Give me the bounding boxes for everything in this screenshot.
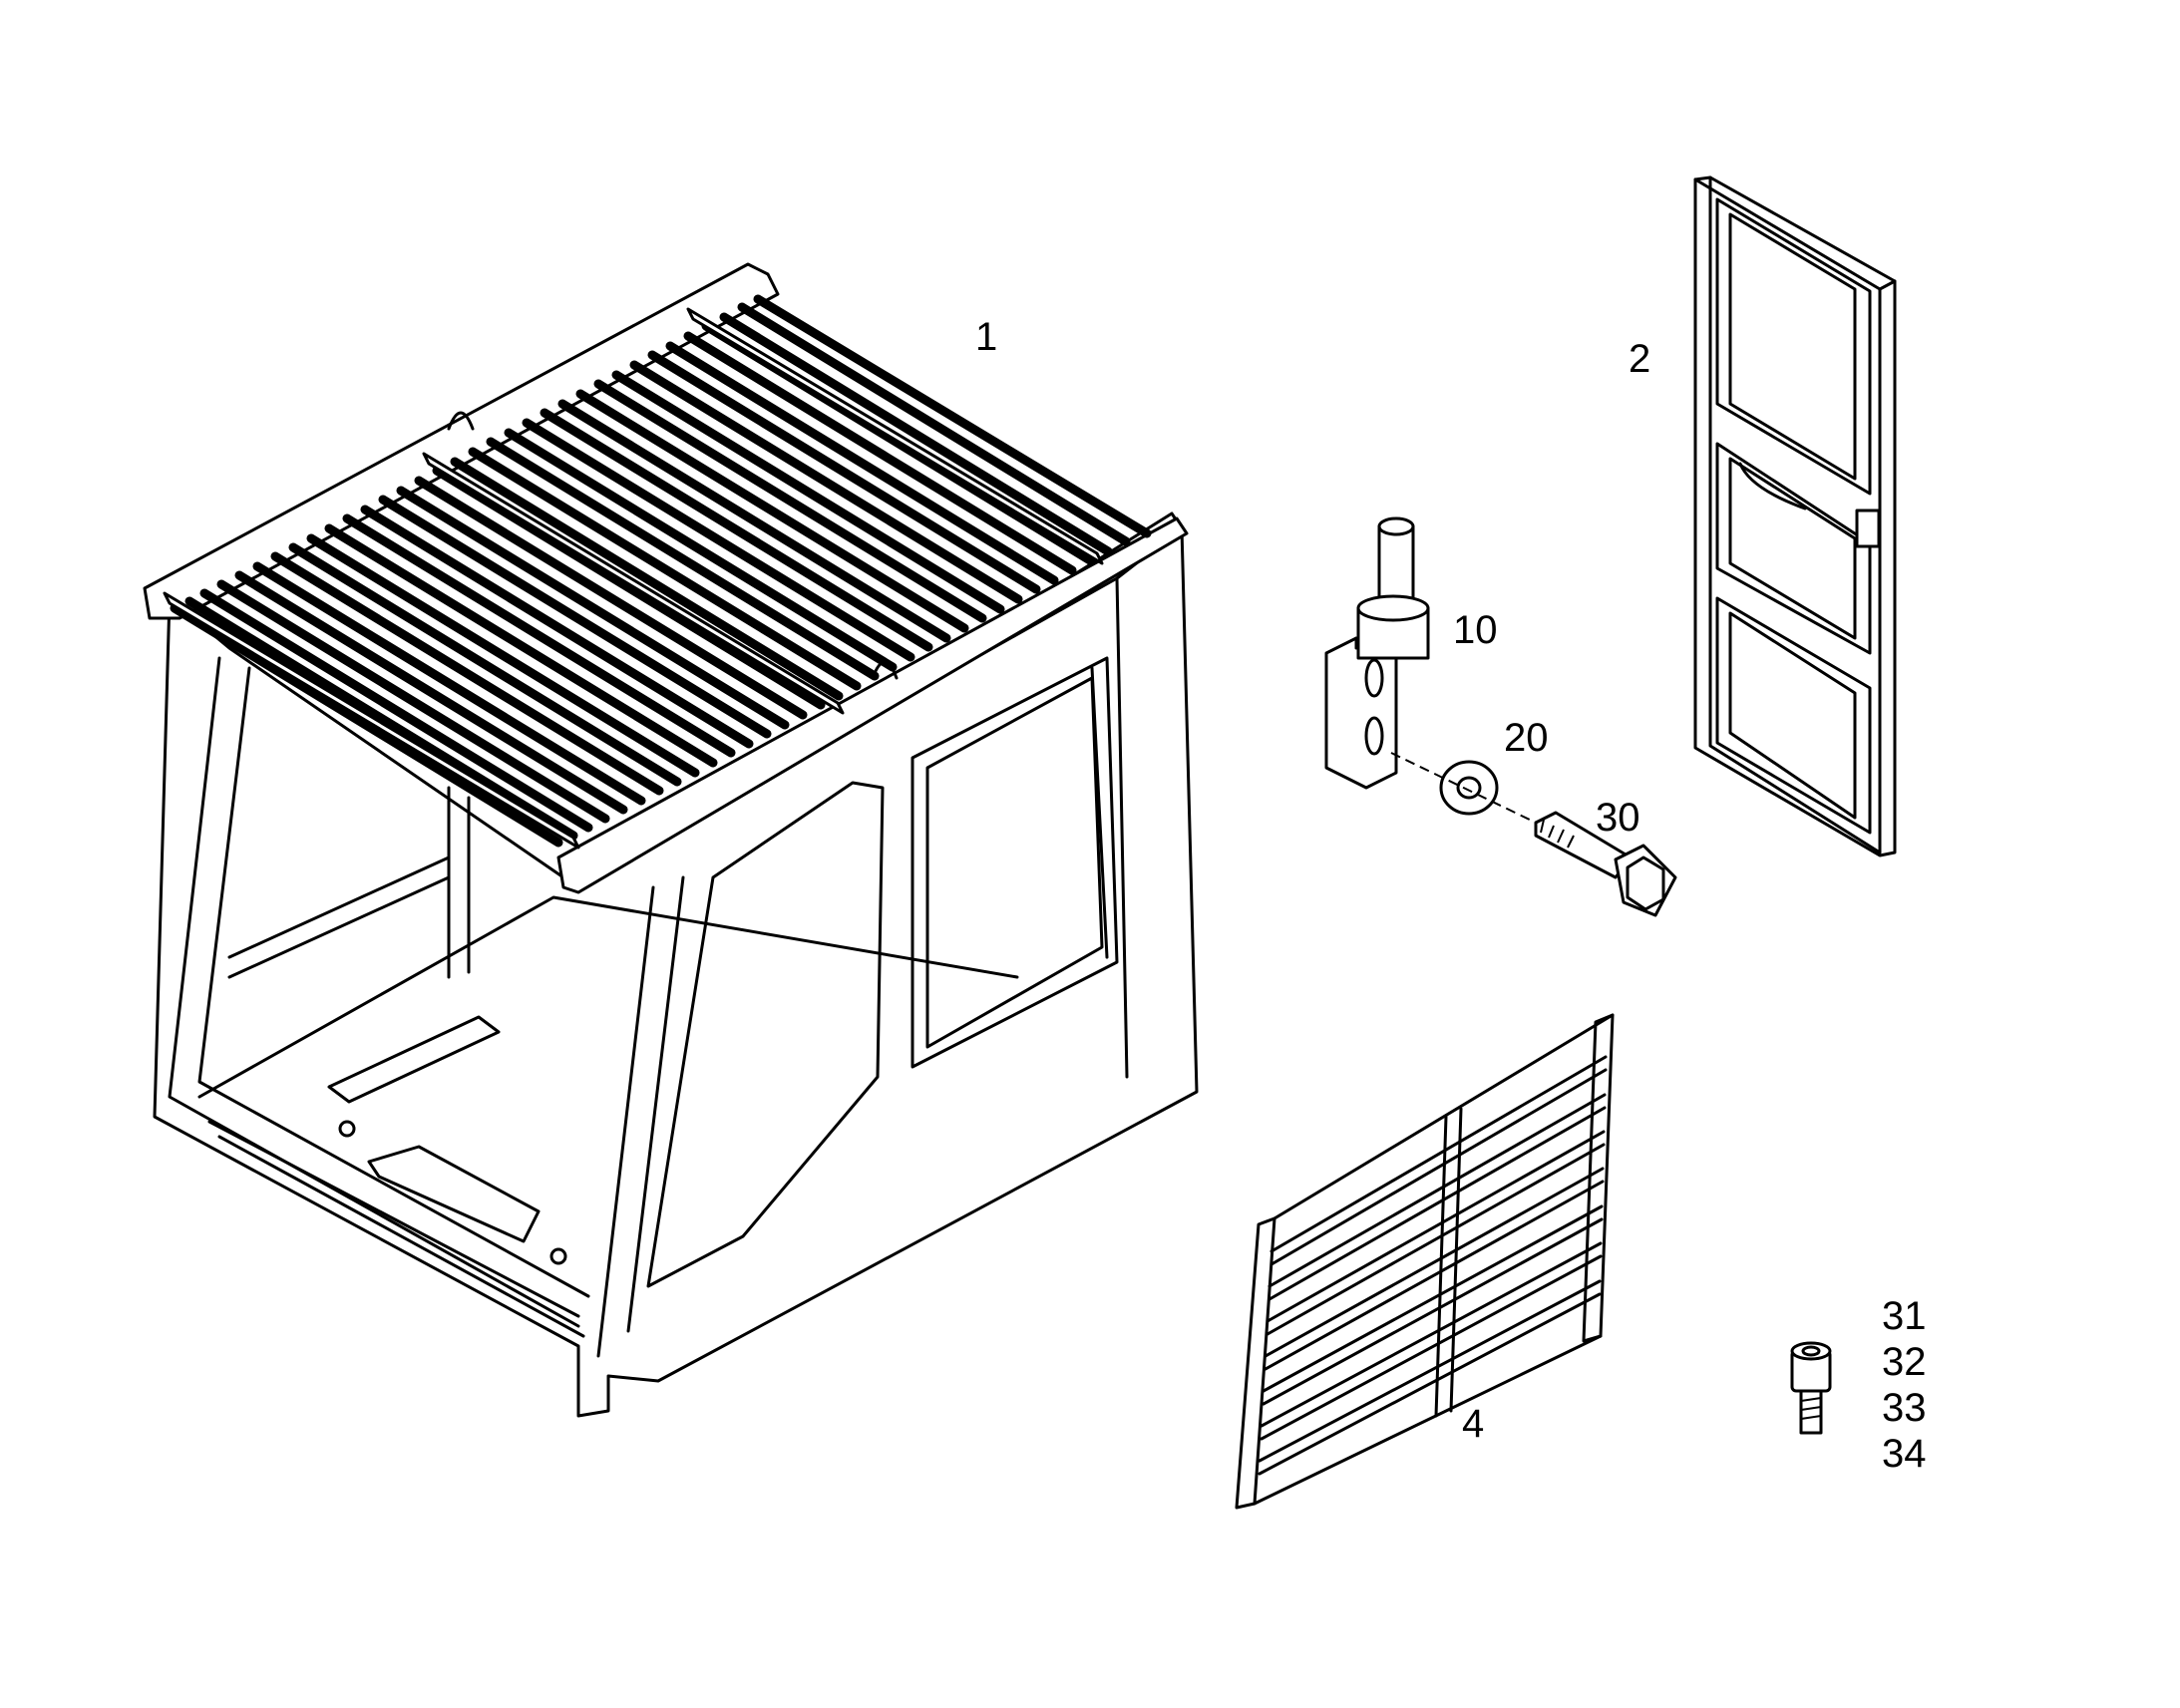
callout-4-grille: 4 (1462, 1402, 1485, 1446)
door-part (1693, 175, 1897, 857)
callout-20-washer: 20 (1504, 716, 1549, 760)
callout-1-cab: 1 (975, 315, 998, 359)
roof-slats (170, 294, 1152, 848)
cab-part (143, 262, 1199, 1418)
bolt-part (1534, 811, 1677, 917)
washer-part (1439, 760, 1499, 816)
screw-part (1790, 1341, 1832, 1435)
callout-32-screw: 32 (1882, 1340, 1927, 1384)
callout-33-screw: 33 (1882, 1386, 1927, 1430)
assembly-line (1390, 752, 1537, 824)
callout-30-bolt: 30 (1596, 796, 1640, 840)
callout-31-screw: 31 (1882, 1294, 1927, 1338)
hinge-pin-part (1324, 516, 1430, 790)
callout-10-hinge-pin: 10 (1453, 608, 1498, 652)
grille-part (1235, 1013, 1615, 1510)
callout-34-screw: 34 (1882, 1432, 1927, 1476)
grille-louvers (1258, 1055, 1608, 1476)
callout-2-door: 2 (1629, 337, 1651, 381)
